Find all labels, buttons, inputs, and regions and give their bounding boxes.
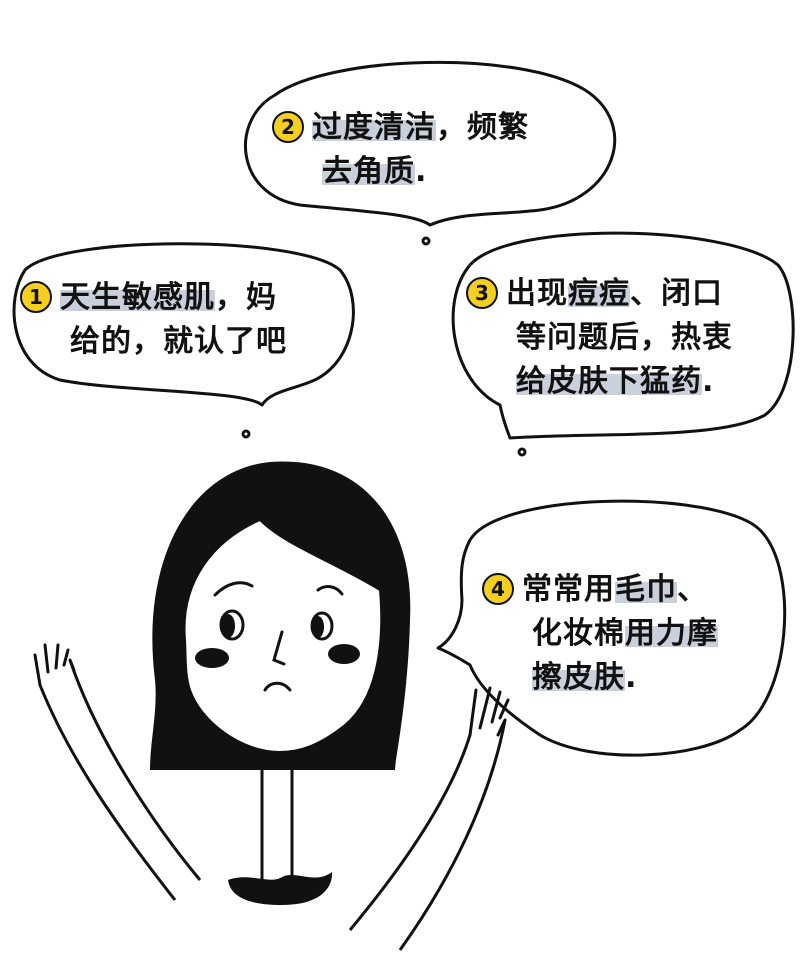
collar <box>228 872 333 905</box>
left-hand <box>33 643 76 687</box>
mouth <box>263 681 292 692</box>
badge-3: 3 <box>466 277 498 309</box>
right-hand <box>468 686 510 737</box>
neck <box>260 750 294 880</box>
left-cheek <box>195 648 229 668</box>
right-cheek <box>328 644 360 664</box>
right-arm <box>348 719 507 951</box>
badge-4: 4 <box>482 573 514 605</box>
left-eye <box>219 609 245 641</box>
right-eye <box>310 611 334 641</box>
speech-bubble-4 <box>436 499 787 757</box>
badge-1: 1 <box>20 281 52 313</box>
left-arm <box>38 659 202 901</box>
face <box>183 518 383 754</box>
worried-girl-illustration <box>33 461 510 951</box>
badge-2: 2 <box>272 111 304 143</box>
